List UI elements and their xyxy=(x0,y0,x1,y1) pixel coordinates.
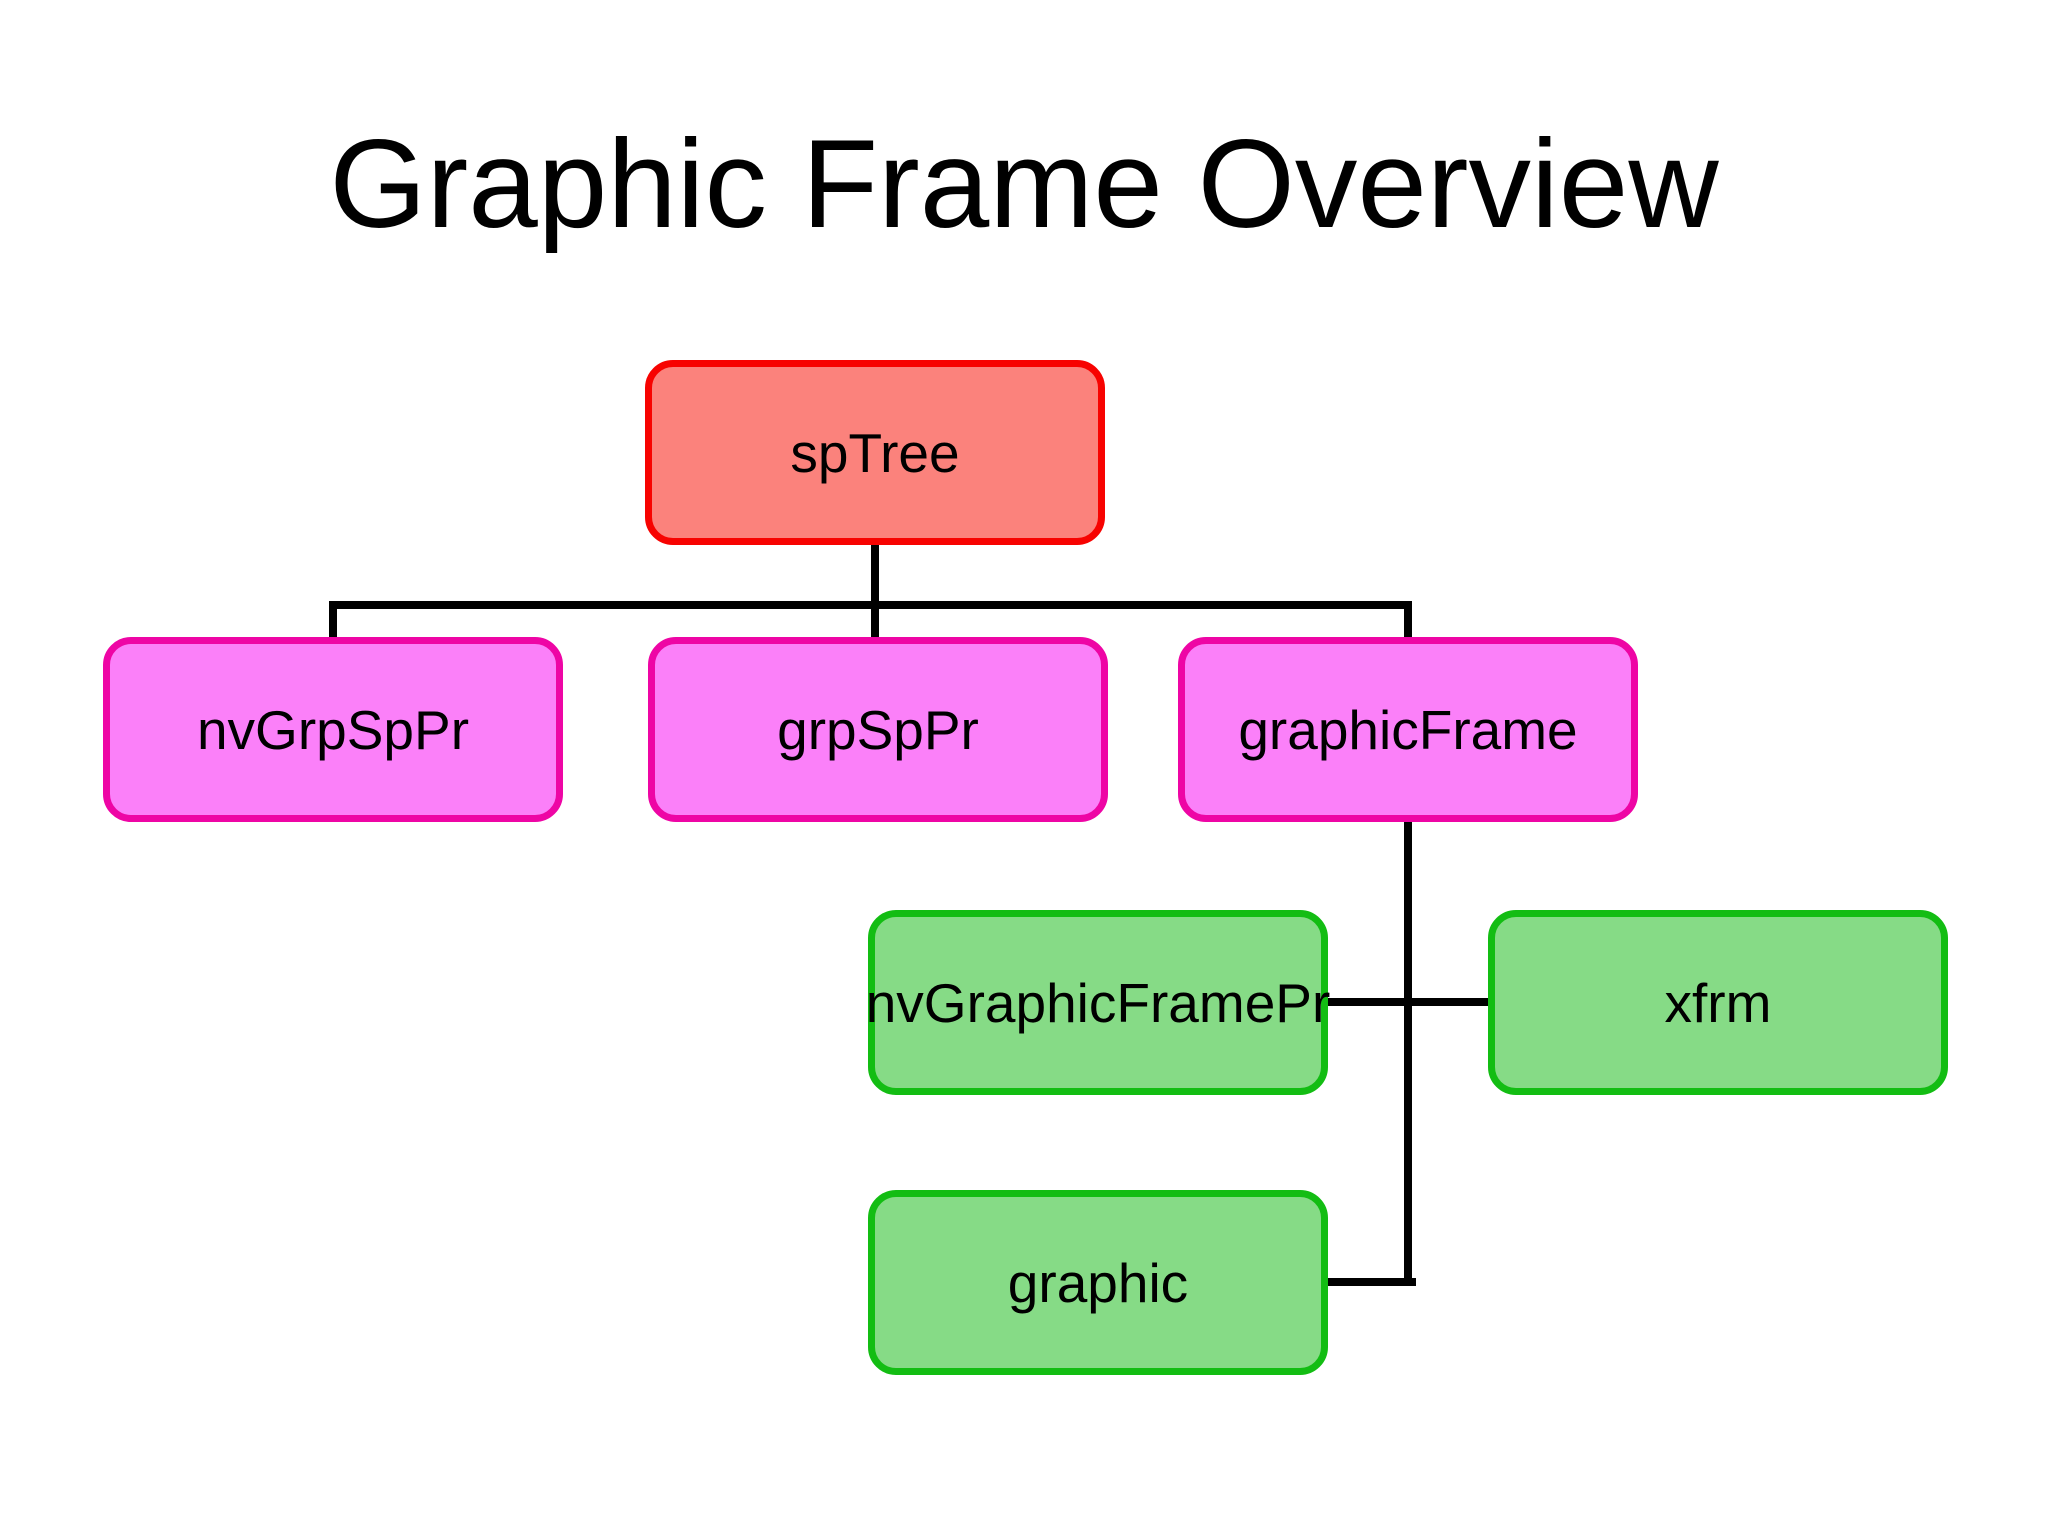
node-label-graphicFrame: graphicFrame xyxy=(1238,698,1578,761)
connector-spTree-drop xyxy=(871,545,879,645)
slide-title: Graphic Frame Overview xyxy=(329,115,1719,254)
node-label-grpSpPr: grpSpPr xyxy=(777,698,979,761)
connector-graphic-link xyxy=(1320,1278,1416,1286)
connector-nvGraphicFramePr-xfrm-link xyxy=(1320,998,1496,1006)
node-grpSpPr: grpSpPr xyxy=(648,637,1108,822)
connector-graphicFrame-drop xyxy=(1404,601,1412,645)
node-label-nvGraphicFramePr: nvGraphicFramePr xyxy=(865,971,1331,1034)
node-graphicFrame: graphicFrame xyxy=(1178,637,1638,822)
connector-nvGrpSpPr-drop xyxy=(329,601,337,645)
node-spTree: spTree xyxy=(645,360,1105,545)
node-label-spTree: spTree xyxy=(790,421,960,484)
node-label-nvGrpSpPr: nvGrpSpPr xyxy=(196,698,470,761)
node-nvGrpSpPr: nvGrpSpPr xyxy=(103,637,563,822)
node-label-xfrm: xfrm xyxy=(1664,971,1772,1034)
node-label-graphic: graphic xyxy=(1007,1251,1189,1314)
node-graphic: graphic xyxy=(868,1190,1328,1375)
node-nvGraphicFramePr: nvGraphicFramePr xyxy=(865,910,1331,1095)
connector-level1-bus xyxy=(329,601,1412,609)
connector-graphicFrame-trunk xyxy=(1404,818,1412,1286)
node-xfrm: xfrm xyxy=(1488,910,1948,1095)
